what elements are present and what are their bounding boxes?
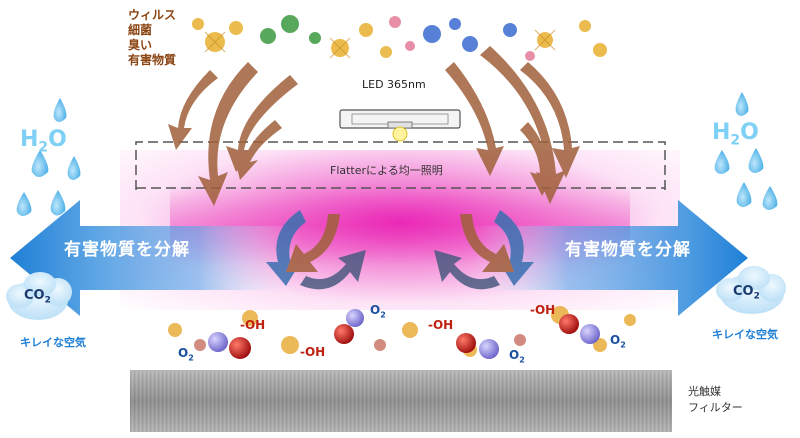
pollutant-list: ウィルス 細菌 臭い 有害物質: [128, 8, 176, 68]
led-label: LED 365nm: [362, 78, 426, 91]
filter-label-line: 光触媒: [688, 385, 721, 398]
molecule-icon: [208, 332, 251, 359]
decompose-label-right: 有害物質を分解: [565, 240, 691, 260]
decompose-arrow-right: [470, 200, 748, 316]
inflow-arrows-right: [445, 46, 580, 204]
co2-main: CO: [24, 288, 45, 303]
molecule-icon: [456, 333, 499, 359]
filter-label-line: フィルター: [688, 401, 743, 414]
h2o-sub: 2: [730, 132, 741, 149]
molecule-icon: [559, 314, 600, 344]
h2o-tail: O: [740, 120, 759, 145]
h2o-sub: 2: [38, 139, 49, 156]
co2-label-right: CO2: [733, 284, 760, 302]
filter-shading: [130, 370, 672, 432]
o2-sub: 2: [380, 310, 386, 320]
water-drop-icon: [16, 98, 81, 216]
inflow-arrows-left: [168, 62, 298, 206]
flatter-frame: [135, 141, 666, 190]
pollutant-label: ウィルス: [128, 8, 177, 22]
clean-air-label-right: キレイな空気: [712, 328, 778, 341]
photocatalyst-filter: [130, 370, 672, 432]
o2-main: O: [178, 346, 189, 360]
co2-main: CO: [733, 284, 754, 299]
o2-label: O2: [610, 333, 626, 349]
h2o-label-left: H2O: [20, 127, 67, 155]
led-lamp-icon: [339, 109, 461, 142]
o2-sub: 2: [620, 340, 626, 350]
oh-label: -OH: [300, 345, 326, 359]
o2-main: O: [370, 303, 381, 317]
o2-main: O: [509, 348, 520, 362]
h2o-tail: O: [48, 127, 67, 152]
o2-sub: 2: [188, 353, 194, 363]
circulation-arrows: [266, 210, 534, 290]
flatter-label: Flatterによる均一照明: [330, 164, 443, 177]
co2-sub: 2: [753, 291, 760, 302]
oh-label: -OH: [428, 318, 454, 332]
oh-label: -OH: [530, 303, 556, 317]
co2-sub: 2: [44, 295, 51, 306]
water-drop-icon: [714, 92, 778, 210]
molecule-icon: [334, 309, 364, 344]
h2o-main: H: [712, 120, 731, 145]
filter-label: 光触媒 フィルター: [688, 384, 743, 416]
clean-air-label-left: キレイな空気: [20, 336, 86, 349]
o2-sub: 2: [519, 355, 525, 365]
o2-main: O: [610, 333, 621, 347]
o2-label: O2: [370, 303, 386, 319]
o2-label: O2: [509, 348, 525, 364]
oh-label: -OH: [240, 318, 266, 332]
pollutant-label: 有害物質: [128, 53, 177, 67]
pollutant-label: 細菌: [128, 23, 153, 37]
decompose-arrow-left: [10, 200, 300, 316]
o2-label: O2: [178, 346, 194, 362]
co2-label-left: CO2: [24, 288, 51, 306]
pollutant-label: 臭い: [128, 38, 153, 52]
decompose-label-left: 有害物質を分解: [64, 240, 190, 260]
virus-icon: [192, 15, 607, 61]
h2o-main: H: [20, 127, 39, 152]
cloud-icon: [6, 272, 72, 320]
h2o-label-right: H2O: [712, 120, 759, 148]
cloud-icon: [716, 266, 786, 314]
